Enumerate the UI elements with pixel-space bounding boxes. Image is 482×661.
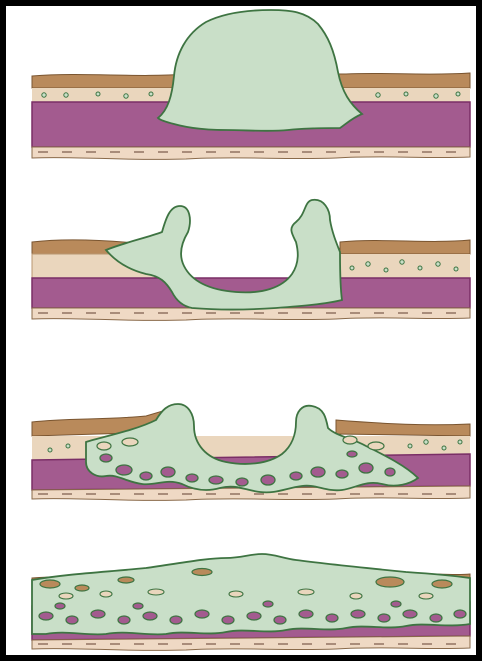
inner-layer — [32, 147, 470, 159]
loose-layer — [340, 254, 470, 278]
figure-canvas — [6, 6, 476, 655]
outer-layer — [340, 240, 470, 254]
